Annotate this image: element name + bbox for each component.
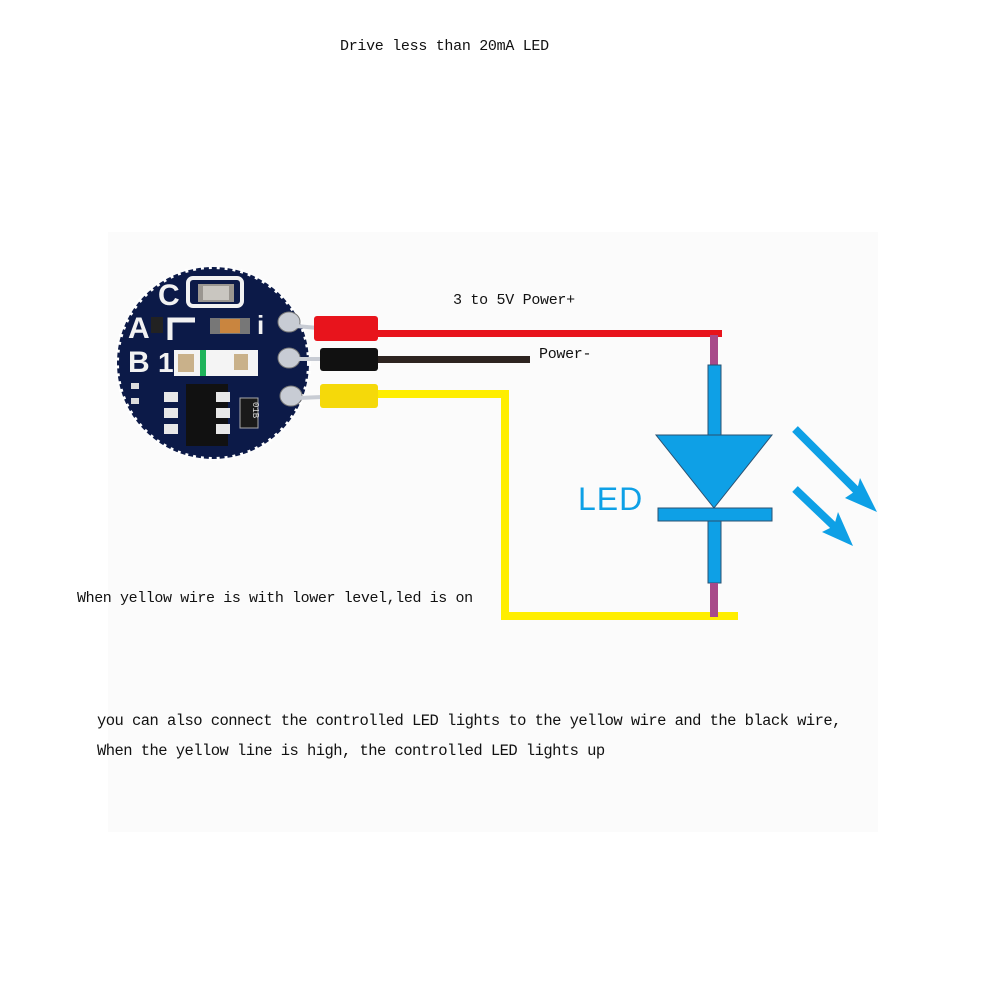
- pad-a: [151, 317, 163, 333]
- yellow-wire-sleeve: [320, 384, 378, 408]
- solder-pad-plus: [277, 311, 301, 333]
- led-symbol: [654, 335, 774, 617]
- silk-label-i: i: [257, 310, 264, 340]
- diagram-title: Drive less than 20mA LED: [340, 38, 549, 55]
- led-pad-left: [178, 354, 194, 372]
- silk-label-a: A: [128, 312, 150, 345]
- red-wire-sleeve: [314, 316, 378, 341]
- ic-pin: [164, 408, 178, 418]
- led-label: LED: [578, 481, 644, 517]
- light-arrow-lower: [792, 486, 841, 533]
- power-minus-label: Power-: [539, 346, 592, 363]
- ic-pin: [164, 392, 178, 402]
- led-anode-stem: [707, 364, 722, 437]
- alternate-wiring-note-line1: you can also connect the controlled LED …: [97, 712, 841, 730]
- controller-board: C A i B 1 01B: [115, 265, 323, 461]
- led-cathode-bar: [657, 507, 773, 522]
- diode-01b: [239, 397, 259, 429]
- silk-label-b: B: [128, 346, 150, 379]
- arrow-head-lower: [822, 512, 853, 546]
- capacitor-body: [203, 286, 229, 300]
- led-triangle: [654, 434, 774, 509]
- light-emission-arrows: [792, 426, 877, 546]
- led-anode-lead: [710, 335, 718, 366]
- ic-pin: [216, 408, 230, 418]
- silk-label-1: 1: [158, 347, 174, 378]
- smd-pad: [131, 383, 139, 389]
- lead-wire: [297, 395, 323, 400]
- black-wire-sleeve: [320, 348, 378, 371]
- light-arrow-upper: [792, 426, 863, 497]
- silk-outline-c: [186, 276, 244, 308]
- alternate-wiring-note-line2: When the yellow line is high, the contro…: [97, 742, 605, 760]
- arrow-head-upper: [845, 478, 877, 512]
- ic-pin: [164, 424, 178, 434]
- resistor-body: [220, 319, 240, 333]
- smd-pad: [131, 398, 139, 404]
- ic-pin: [216, 392, 230, 402]
- pcb-edge-notches: [115, 265, 311, 461]
- ic-pin: [216, 424, 230, 434]
- silk-corner: [167, 317, 195, 340]
- led-cathode-mark: [200, 350, 206, 376]
- red-wire-power-plus: [378, 330, 722, 337]
- power-plus-label: 3 to 5V Power+: [453, 292, 575, 309]
- led-cathode-stem: [707, 520, 722, 584]
- low-level-note: When yellow wire is with lower level,led…: [77, 590, 473, 607]
- chip-marking: 01B: [250, 402, 260, 419]
- silk-label-c: C: [158, 279, 180, 312]
- led-cathode-lead: [710, 583, 718, 617]
- yellow-wire-signal: [378, 390, 738, 620]
- black-wire-power-minus: [378, 356, 530, 363]
- led-pad-right: [234, 354, 248, 370]
